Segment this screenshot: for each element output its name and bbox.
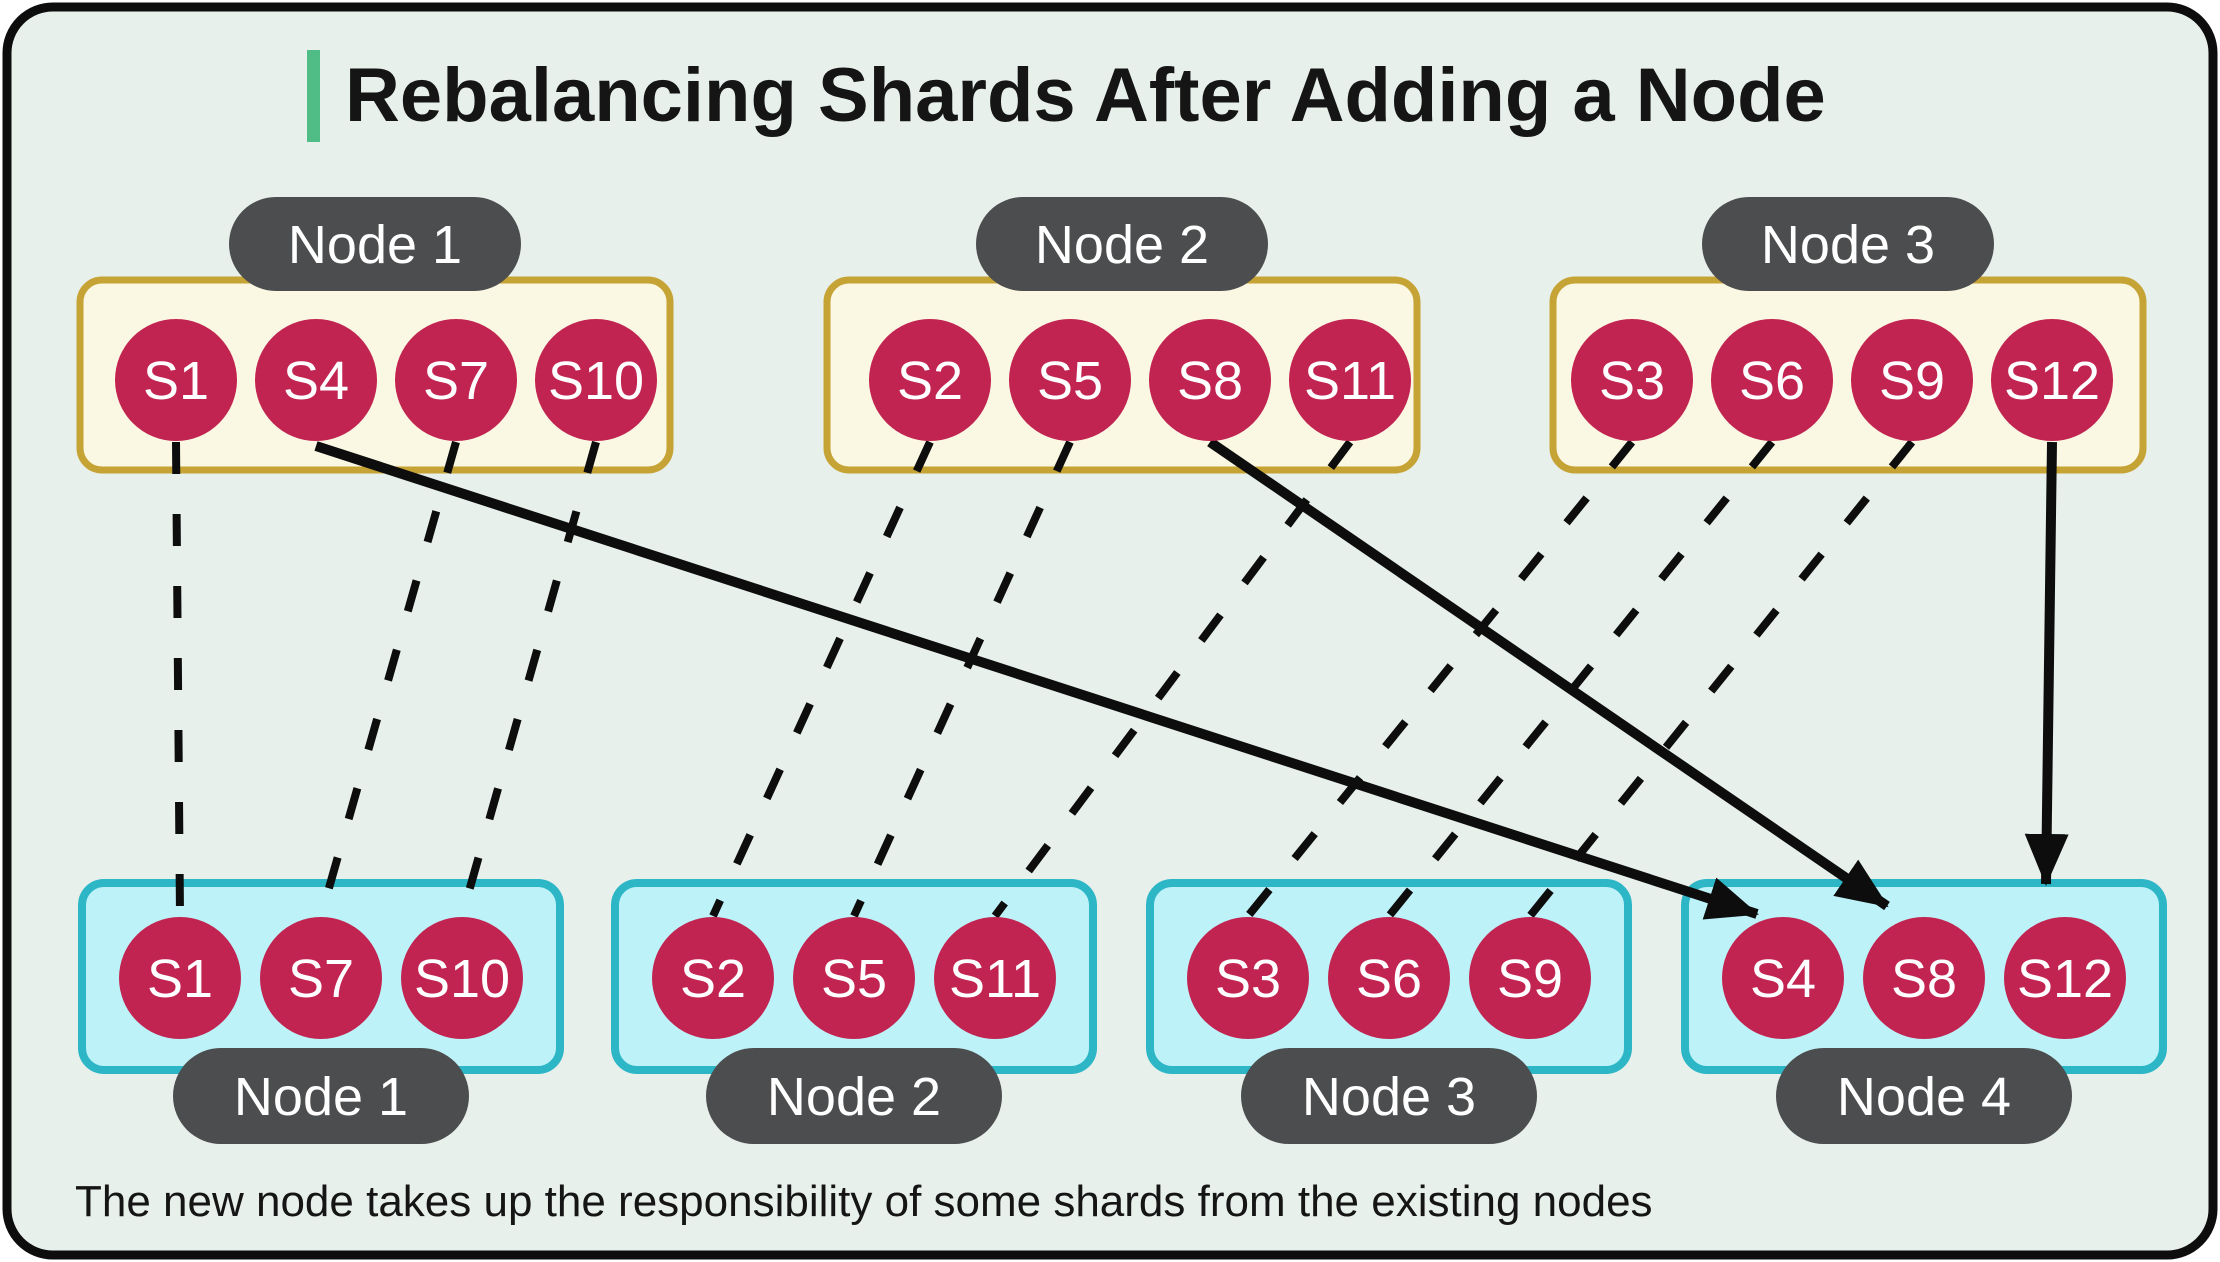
shard-label: S9 xyxy=(1497,949,1563,1009)
top-node1-pill: Node 1 xyxy=(229,197,521,291)
shard-circle xyxy=(535,319,657,441)
shard-label: S3 xyxy=(1215,949,1281,1009)
connection-s10-retained xyxy=(458,440,600,918)
node-label: Node 3 xyxy=(1761,215,1935,275)
bottom-node2-shards: S2 S5 S11 xyxy=(652,917,1056,1039)
shard-circle xyxy=(934,917,1056,1039)
shard-label: S1 xyxy=(147,949,213,1009)
shard-label: S8 xyxy=(1891,949,1957,1009)
shard-circle xyxy=(119,917,241,1039)
shard-circle xyxy=(1571,319,1693,441)
connection-s11-retained xyxy=(991,439,1354,919)
node-label: Node 2 xyxy=(1035,215,1209,275)
shard-label: S2 xyxy=(897,351,963,411)
shard-circle xyxy=(1863,917,1985,1039)
top-node2-shards: S2 S5 S8 S11 xyxy=(869,319,1411,441)
shard-label: S10 xyxy=(548,351,644,411)
shard-circle xyxy=(255,319,377,441)
shard-label: S5 xyxy=(1037,351,1103,411)
top-node1-shards: S1 S4 S7 S10 xyxy=(115,319,657,441)
shard-circle xyxy=(793,917,915,1039)
shard-circle xyxy=(1009,319,1131,441)
connection-s1-retained xyxy=(172,441,184,917)
node-label: Node 2 xyxy=(767,1067,941,1127)
caption-text: The new node takes up the responsibility… xyxy=(75,1177,1653,1226)
node-pill xyxy=(229,197,521,291)
top-node3-pill: Node 3 xyxy=(1702,197,1994,291)
shard-label: S12 xyxy=(2004,351,2100,411)
shard-label: S3 xyxy=(1599,351,1665,411)
shard-label: S10 xyxy=(414,949,510,1009)
shard-circle xyxy=(1328,917,1450,1039)
bottom-node3-pill: Node 3 xyxy=(1241,1048,1537,1144)
shard-circle xyxy=(395,319,517,441)
shard-circle xyxy=(1469,917,1591,1039)
connection-s5-retained xyxy=(850,440,1074,918)
shard-label: S8 xyxy=(1177,351,1243,411)
shard-label: S12 xyxy=(2017,949,2113,1009)
shard-label: S6 xyxy=(1739,351,1805,411)
shard-label: S4 xyxy=(283,351,349,411)
top-node2-pill: Node 2 xyxy=(976,197,1268,291)
shard-label: S9 xyxy=(1879,351,1945,411)
shard-circle xyxy=(869,319,991,441)
node-label: Node 3 xyxy=(1302,1067,1476,1127)
bottom-node3-shards: S3 S6 S9 xyxy=(1187,917,1591,1039)
shard-circle xyxy=(1149,319,1271,441)
bottom-node4-shards: S4 S8 S12 xyxy=(1722,917,2126,1039)
connection-s4-moved-arrow xyxy=(314,441,1759,920)
shard-circle xyxy=(260,917,382,1039)
shard-circle xyxy=(1851,319,1973,441)
shard-circle xyxy=(1289,319,1411,441)
bottom-node1-shards: S1 S7 S10 xyxy=(119,917,523,1039)
shard-label: S5 xyxy=(821,949,887,1009)
shard-circle xyxy=(2004,917,2126,1039)
shard-label: S11 xyxy=(1304,351,1396,411)
connection-s3-retained xyxy=(1244,439,1636,919)
connection-s9-retained xyxy=(1526,439,1916,919)
shard-circle xyxy=(401,917,523,1039)
shard-label: S1 xyxy=(143,351,209,411)
page-title: Rebalancing Shards After Adding a Node xyxy=(345,53,1826,138)
node-label: Node 4 xyxy=(1837,1067,2011,1127)
node-pill xyxy=(1241,1048,1537,1144)
shard-circle xyxy=(1711,319,1833,441)
shard-label: S6 xyxy=(1356,949,1422,1009)
top-node3-shards: S3 S6 S9 S12 xyxy=(1571,319,2113,441)
shard-circle xyxy=(115,319,237,441)
shard-circle xyxy=(1187,917,1309,1039)
connection-s2-retained xyxy=(709,440,934,918)
node-pill xyxy=(976,197,1268,291)
title-accent-bar xyxy=(307,50,320,142)
shard-label: S4 xyxy=(1750,949,1816,1009)
shard-label: S11 xyxy=(949,949,1041,1009)
node-pill xyxy=(706,1048,1002,1144)
node-label: Node 1 xyxy=(234,1067,408,1127)
shard-label: S2 xyxy=(680,949,746,1009)
bottom-node1-pill: Node 1 xyxy=(173,1048,469,1144)
node-pill xyxy=(1776,1048,2072,1144)
shard-circle xyxy=(1722,917,1844,1039)
shard-circle xyxy=(1991,319,2113,441)
shard-circle xyxy=(652,917,774,1039)
bottom-node2-pill: Node 2 xyxy=(706,1048,1002,1144)
connection-s7-retained xyxy=(317,440,460,918)
node-pill xyxy=(1702,197,1994,291)
node-label: Node 1 xyxy=(288,215,462,275)
bottom-node4-pill: Node 4 xyxy=(1776,1048,2072,1144)
connection-s12-moved-arrow xyxy=(2024,441,2069,886)
shard-label: S7 xyxy=(288,949,354,1009)
connection-s8-moved-arrow xyxy=(1207,437,1890,911)
connection-s6-retained xyxy=(1385,439,1776,919)
shard-label: S7 xyxy=(423,351,489,411)
node-pill xyxy=(173,1048,469,1144)
